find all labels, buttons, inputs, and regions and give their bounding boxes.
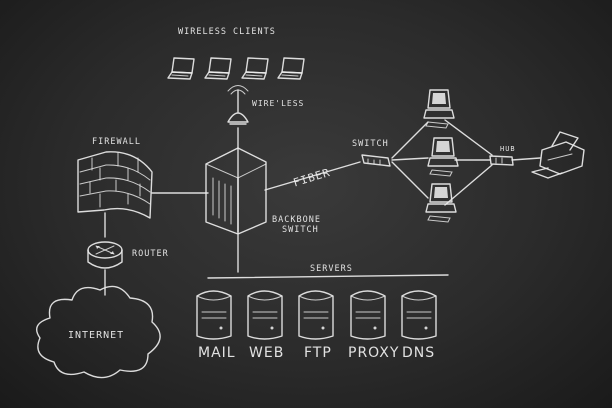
- laptop-icon: [277, 57, 305, 80]
- hub-label: HUB: [500, 145, 516, 153]
- firewall-label: FIREWALL: [92, 137, 141, 147]
- wireless-clients-label: WIRELESS CLIENTS: [178, 27, 276, 37]
- wireless-label: WIRE'LESS: [252, 99, 305, 108]
- backbone-switch-label-line1: BACKBONE: [272, 215, 321, 225]
- switch-label: SWITCH: [352, 139, 389, 149]
- desktop-computer-icon: [427, 137, 459, 177]
- server-icon: [247, 290, 283, 340]
- connection-lines: [104, 119, 541, 296]
- desktop-computer-icon: [423, 89, 455, 129]
- printer-icon: [531, 131, 585, 179]
- network-switch-icon: [361, 154, 391, 167]
- firewall-icon: [77, 151, 153, 219]
- backbone-switch-label-line2: SWITCH: [282, 225, 319, 235]
- router-label: ROUTER: [132, 249, 169, 259]
- desktop-computer-icon: [425, 183, 457, 223]
- server-icon: [350, 290, 386, 340]
- server-label-dns: DNS: [402, 345, 436, 361]
- server-label-web: WEB: [249, 345, 285, 361]
- server-icon: [196, 290, 232, 340]
- wireless-antenna-icon: [227, 85, 249, 125]
- servers-label: SERVERS: [310, 264, 353, 274]
- server-label-mail: MAIL: [198, 345, 236, 361]
- server-label-proxy: PROXY: [348, 345, 400, 361]
- internet-cloud-icon: [36, 285, 161, 379]
- laptop-icon: [241, 57, 269, 80]
- server-icon: [401, 290, 437, 340]
- hub-icon: [489, 155, 514, 166]
- server-icon: [298, 290, 334, 340]
- server-label-ftp: FTP: [304, 345, 332, 361]
- laptop-icon: [204, 57, 232, 80]
- backbone-switch-icon: [205, 147, 267, 235]
- router-icon: [87, 241, 123, 269]
- laptop-icon: [167, 57, 195, 80]
- internet-label: INTERNET: [68, 330, 125, 341]
